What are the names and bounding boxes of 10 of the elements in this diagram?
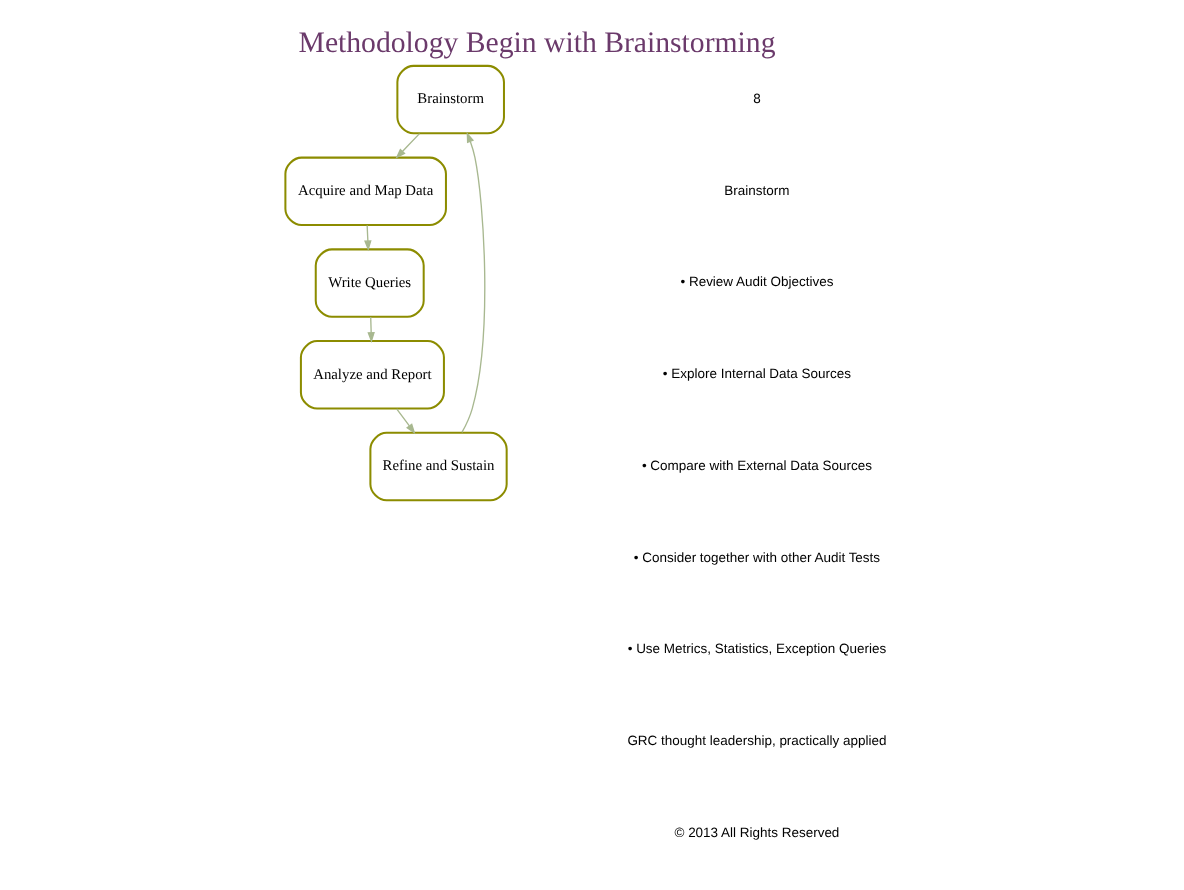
node-box: Refine and Sustain bbox=[369, 431, 508, 502]
node-box: Write Queries bbox=[314, 248, 425, 318]
node-box: Brainstorm bbox=[396, 64, 505, 135]
arrow bbox=[461, 131, 486, 434]
node-box: Analyze and Report bbox=[299, 340, 445, 410]
diagram-title: Methodology Begin with Brainstorming bbox=[298, 27, 776, 60]
node-box: Acquire and Map Data bbox=[284, 156, 447, 227]
arrow bbox=[367, 316, 375, 343]
arrow bbox=[396, 408, 416, 435]
arrow bbox=[395, 132, 421, 159]
